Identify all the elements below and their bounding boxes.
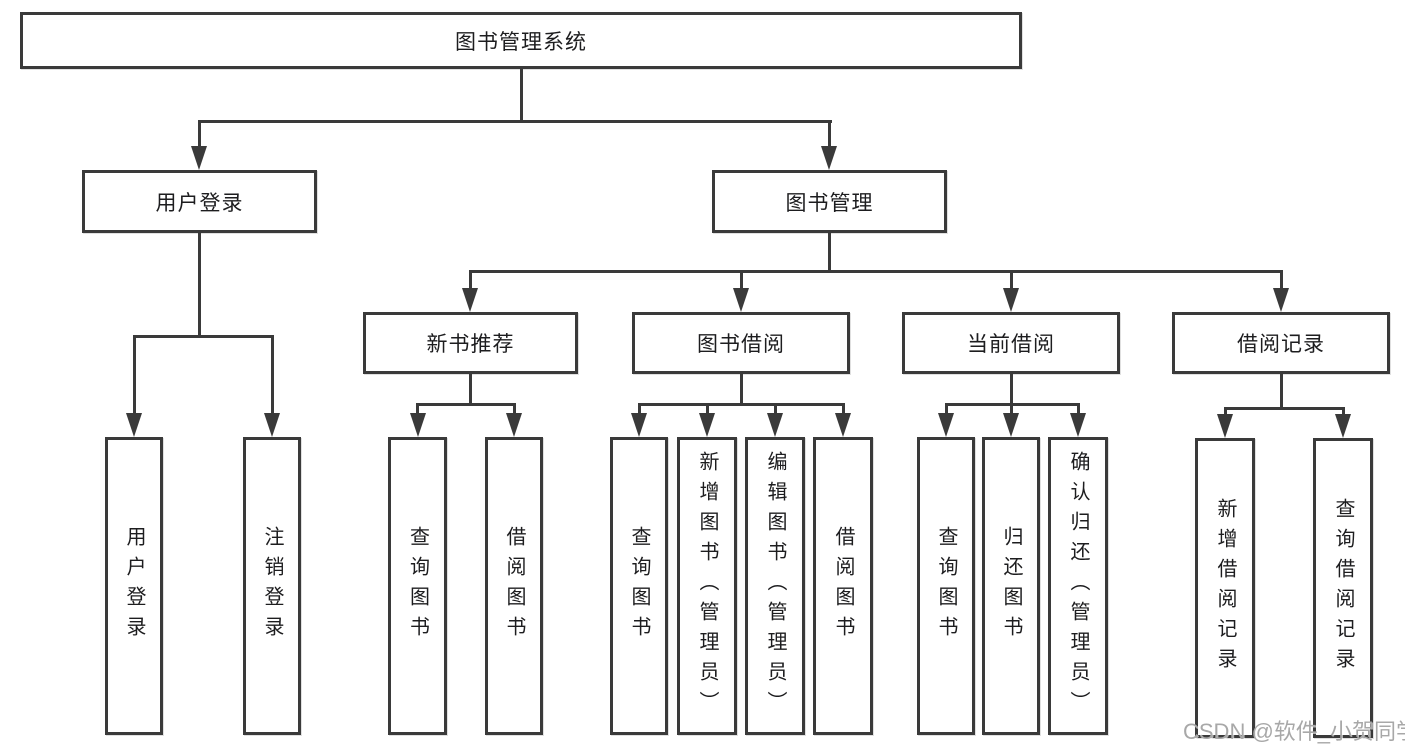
node-label: 当前借阅 xyxy=(967,333,1055,356)
connector-line xyxy=(1010,403,1013,416)
arrow-down-icon xyxy=(1070,413,1086,437)
connector-line xyxy=(198,120,201,150)
node-label: 图书借阅 xyxy=(697,333,785,356)
connector-line xyxy=(774,403,777,416)
arrow-down-icon xyxy=(1217,414,1233,438)
node-label: 图书管理 xyxy=(785,191,874,215)
leaf-label: 确认归还（管理员） xyxy=(1067,451,1089,721)
connector-line xyxy=(1077,403,1080,416)
csdn-watermark: CSDN @软件_小贺同学 xyxy=(1183,719,1405,744)
arrow-down-icon xyxy=(1003,288,1019,312)
connector-line xyxy=(1010,374,1013,405)
leaf-label: 查询图书 xyxy=(406,526,429,646)
connector-line xyxy=(842,403,845,416)
node-root-label: 图书管理系统 xyxy=(455,30,587,54)
node-label: 借阅记录 xyxy=(1237,333,1325,356)
node-current-borrow: 当前借阅 xyxy=(902,312,1120,374)
leaf-edit-book-admin: 编辑图书（管理员） xyxy=(745,437,805,735)
connector-line xyxy=(513,403,516,416)
leaf-label: 借阅图书 xyxy=(832,526,854,646)
arrow-down-icon xyxy=(264,413,280,437)
leaf-label: 新增图书（管理员） xyxy=(696,451,718,721)
arrow-down-icon xyxy=(938,413,954,437)
connector-line xyxy=(1224,407,1227,416)
connector-line xyxy=(469,374,472,405)
node-new-book-recommend: 新书推荐 xyxy=(363,312,578,374)
connector-line xyxy=(945,403,948,416)
connector-line xyxy=(520,68,523,122)
connector-line xyxy=(198,120,832,123)
leaf-recommend-borrow-book: 借阅图书 xyxy=(485,437,543,735)
leaf-current-query-book: 查询图书 xyxy=(917,437,975,735)
connector-line xyxy=(1224,407,1345,410)
connector-line xyxy=(1010,270,1013,292)
leaf-label: 查询图书 xyxy=(628,526,650,646)
connector-line xyxy=(133,335,136,415)
connector-line xyxy=(740,374,743,405)
connector-line xyxy=(740,270,743,292)
node-root-system: 图书管理系统 xyxy=(20,12,1022,69)
arrow-down-icon xyxy=(506,413,522,437)
connector-line xyxy=(133,335,274,338)
arrow-down-icon xyxy=(126,413,142,437)
leaf-label: 归还图书 xyxy=(1000,526,1022,646)
leaf-label: 用户登录 xyxy=(123,526,145,646)
leaf-borrow-query-book: 查询图书 xyxy=(610,437,668,735)
connector-line xyxy=(638,403,641,416)
node-borrow-record: 借阅记录 xyxy=(1172,312,1390,374)
connector-line xyxy=(1280,374,1283,409)
connector-line xyxy=(1280,270,1283,292)
connector-line xyxy=(416,403,419,416)
leaf-add-book-admin: 新增图书（管理员） xyxy=(677,437,737,735)
node-label: 用户登录 xyxy=(155,191,244,215)
connector-line xyxy=(469,270,1283,273)
connector-line xyxy=(198,233,201,335)
arrow-down-icon xyxy=(699,413,715,437)
connector-line xyxy=(1342,407,1345,416)
connector-line xyxy=(828,120,831,150)
arrow-down-icon xyxy=(1335,414,1351,438)
connector-line xyxy=(706,403,709,416)
leaf-borrow-book: 借阅图书 xyxy=(813,437,873,735)
leaf-return-book: 归还图书 xyxy=(982,437,1040,735)
leaf-label: 注销登录 xyxy=(261,526,283,646)
leaf-confirm-return-admin: 确认归还（管理员） xyxy=(1048,437,1108,735)
node-book-management: 图书管理 xyxy=(712,170,947,233)
connector-line xyxy=(828,233,831,270)
arrow-down-icon xyxy=(835,413,851,437)
leaf-recommend-query-book: 查询图书 xyxy=(388,437,447,735)
connector-line xyxy=(416,403,516,406)
connector-line xyxy=(638,403,845,406)
arrow-down-icon xyxy=(1273,288,1289,312)
leaf-label: 查询借阅记录 xyxy=(1332,498,1354,678)
leaf-label: 新增借阅记录 xyxy=(1214,498,1236,678)
connector-line xyxy=(271,335,274,415)
leaf-user-login: 用户登录 xyxy=(105,437,163,735)
arrow-down-icon xyxy=(462,288,478,312)
leaf-label: 借阅图书 xyxy=(503,526,525,646)
leaf-query-borrow-record: 查询借阅记录 xyxy=(1313,438,1373,738)
arrow-down-icon xyxy=(733,288,749,312)
leaf-label: 编辑图书（管理员） xyxy=(764,451,786,721)
node-label: 新书推荐 xyxy=(426,333,515,356)
leaf-label: 查询图书 xyxy=(935,526,957,646)
arrow-down-icon xyxy=(410,413,426,437)
arrow-down-icon xyxy=(191,146,207,170)
arrow-down-icon xyxy=(821,146,837,170)
node-book-borrow: 图书借阅 xyxy=(632,312,850,374)
node-user-login-group: 用户登录 xyxy=(82,170,317,233)
leaf-add-borrow-record: 新增借阅记录 xyxy=(1195,438,1255,738)
connector-line xyxy=(469,270,472,292)
arrow-down-icon xyxy=(767,413,783,437)
arrow-down-icon xyxy=(1003,413,1019,437)
arrow-down-icon xyxy=(631,413,647,437)
leaf-logout: 注销登录 xyxy=(243,437,301,735)
